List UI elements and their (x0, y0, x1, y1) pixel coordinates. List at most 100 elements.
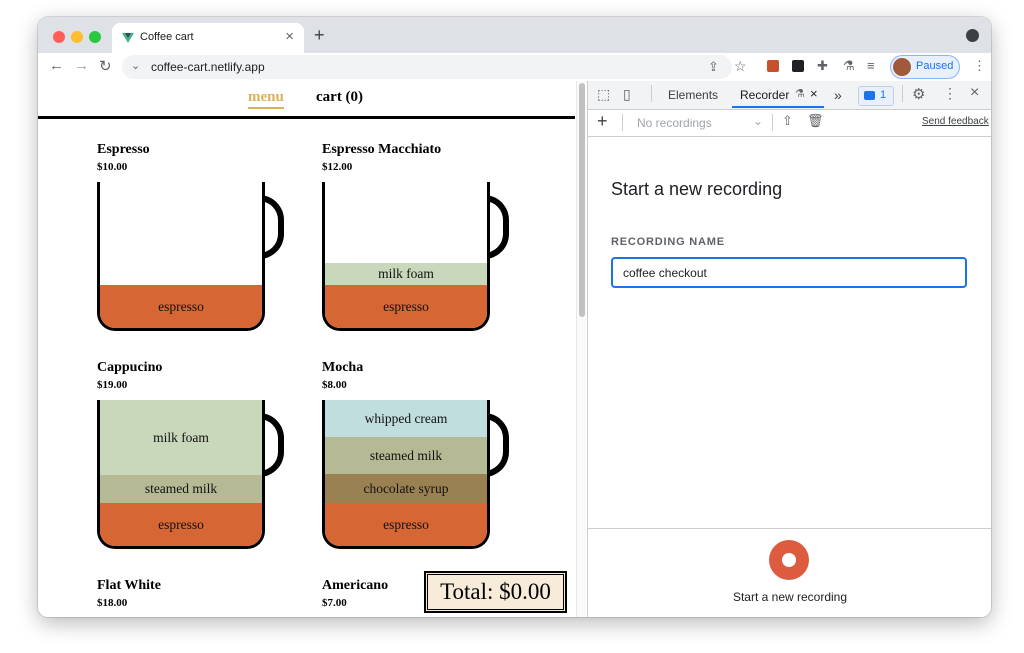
product-price: $12.00 (322, 161, 353, 173)
layer-espresso: espresso (325, 285, 487, 328)
active-tab-indicator (732, 106, 824, 108)
recorder-toolbar: + No recordings ⌄ ⇧ 🗑 Send feedback (588, 110, 991, 137)
page-scrollbar[interactable] (576, 81, 586, 617)
terminal-extension-icon[interactable] (792, 60, 804, 72)
back-arrow-icon[interactable]: ← (49, 57, 64, 74)
checkout-total-button[interactable]: Total: $0.00 (425, 572, 566, 612)
device-toolbar-icon[interactable]: ▯ (623, 86, 631, 102)
issues-badge[interactable]: 1 (858, 86, 894, 106)
close-devtools-icon[interactable]: × (970, 84, 980, 101)
layer-steamed-milk: steamed milk (325, 437, 487, 474)
star-icon[interactable]: ☆ (734, 58, 747, 74)
product-price: $10.00 (97, 161, 128, 173)
recording-name-input[interactable] (611, 257, 967, 288)
recorder-footer: Start a new recording (588, 528, 991, 617)
record-icon (782, 553, 796, 567)
minimize-window-button[interactable] (71, 31, 83, 43)
cup-espresso[interactable]: espresso (97, 182, 284, 334)
kebab-icon[interactable]: ⋮ (943, 85, 957, 101)
browser-window: Coffee cart × + ← → ↻ ⌄ coffee-cart.netl… (38, 17, 991, 617)
tab-title: Coffee cart (140, 31, 194, 43)
upload-icon[interactable]: ⇧ (782, 113, 793, 128)
tab-strip: Coffee cart × + (38, 17, 991, 53)
start-recording-label: Start a new recording (732, 590, 848, 604)
cup-espresso-macchiato[interactable]: milk foam espresso (322, 182, 509, 334)
tab-recorder[interactable]: Recorder (740, 88, 790, 102)
gear-icon[interactable]: ⚙ (912, 86, 926, 103)
url-text: coffee-cart.netlify.app (151, 60, 265, 74)
add-icon[interactable]: + (597, 111, 608, 131)
puzzle-icon[interactable]: ✚ (817, 58, 828, 73)
layer-espresso: espresso (325, 503, 487, 546)
devtools-tab-bar: ⬚ ▯ Elements Recorder ⚗ × » 1 ⚙ ⋮ × (588, 81, 991, 110)
layer-chocolate-syrup: chocolate syrup (325, 474, 487, 503)
vue-logo-icon (122, 33, 134, 43)
product-price: $8.00 (322, 379, 347, 391)
recording-name-label: RECORDING NAME (611, 236, 725, 248)
cup-body: espresso (97, 182, 265, 331)
product-name: Espresso (97, 142, 150, 157)
layer-milk-foam: milk foam (100, 400, 262, 475)
product-price: $19.00 (97, 379, 128, 391)
start-recording-button[interactable] (769, 540, 809, 580)
coffee-cart-page: menu cart (0) Espresso $10.00 espresso E… (38, 81, 586, 617)
divider (772, 114, 773, 131)
nav-cart-link[interactable]: cart (0) (316, 89, 364, 105)
cup-cappucino[interactable]: milk foam steamed milk espresso (97, 400, 284, 552)
layer-espresso: espresso (100, 285, 262, 328)
divider (622, 114, 623, 131)
divider (651, 85, 652, 102)
share-icon[interactable]: ⇪ (708, 59, 719, 74)
close-icon[interactable]: × (810, 86, 818, 101)
cup-mocha[interactable]: whipped cream steamed milk chocolate syr… (322, 400, 509, 552)
inspect-icon[interactable]: ⬚ (597, 86, 611, 102)
chevron-down-icon[interactable]: ⌄ (131, 60, 141, 72)
browser-toolbar: ← → ↻ ⌄ coffee-cart.netlify.app ⇪ ☆ ✚ ⚗ … (38, 53, 991, 82)
close-window-button[interactable] (53, 31, 65, 43)
profile-button[interactable]: Paused (890, 55, 960, 79)
new-tab-button[interactable]: + (314, 25, 325, 45)
profile-status: Paused (916, 60, 954, 72)
layer-steamed-milk: steamed milk (100, 475, 262, 503)
maximize-window-button[interactable] (89, 31, 101, 43)
browser-tab[interactable]: Coffee cart × (112, 23, 304, 53)
devtools-panel: ⬚ ▯ Elements Recorder ⚗ × » 1 ⚙ ⋮ × + No… (587, 81, 991, 617)
product-name: Flat White (97, 578, 161, 593)
close-tab-icon[interactable]: × (285, 28, 294, 45)
tab-search-icon[interactable] (966, 29, 979, 42)
product-price: $7.00 (322, 597, 347, 609)
recordings-select[interactable]: No recordings (637, 116, 712, 130)
chevron-down-icon: ⌄ (753, 114, 764, 128)
flask-icon[interactable]: ⚗ (843, 58, 855, 73)
nav-menu-link[interactable]: menu (248, 89, 284, 109)
layer-espresso: espresso (100, 503, 262, 546)
product-name: Mocha (322, 360, 364, 375)
tab-elements[interactable]: Elements (668, 88, 719, 102)
avatar (893, 58, 911, 76)
layer-milk-foam: milk foam (325, 263, 487, 285)
cup-body: whipped cream steamed milk chocolate syr… (322, 400, 490, 549)
reload-icon[interactable]: ↻ (99, 58, 112, 75)
media-icon[interactable]: ≡ (867, 58, 875, 73)
kebab-icon[interactable]: ⋮ (973, 58, 986, 73)
divider (902, 85, 903, 102)
extension-icon[interactable] (767, 60, 779, 72)
product-name: Espresso Macchiato (322, 142, 442, 157)
layer-whipped-cream: whipped cream (325, 400, 487, 437)
scrollbar-thumb[interactable] (579, 83, 585, 317)
product-price: $18.00 (97, 597, 128, 609)
message-icon (864, 91, 875, 100)
trash-icon[interactable]: 🗑 (807, 113, 824, 128)
flask-icon: ⚗ (795, 88, 805, 100)
more-tabs-button[interactable]: » (834, 87, 842, 103)
product-name: Americano (322, 578, 389, 593)
send-feedback-link[interactable]: Send feedback (922, 116, 989, 127)
panel-title: Start a new recording (611, 179, 783, 199)
address-bar[interactable]: ⌄ coffee-cart.netlify.app ⇪ ☆ (122, 55, 747, 79)
cup-body: milk foam steamed milk espresso (97, 400, 265, 549)
cup-body: milk foam espresso (322, 182, 490, 331)
top-nav: menu cart (0) (38, 81, 575, 119)
product-name: Cappucino (97, 360, 163, 375)
issues-count: 1 (880, 89, 887, 101)
forward-arrow-icon[interactable]: → (74, 57, 89, 74)
